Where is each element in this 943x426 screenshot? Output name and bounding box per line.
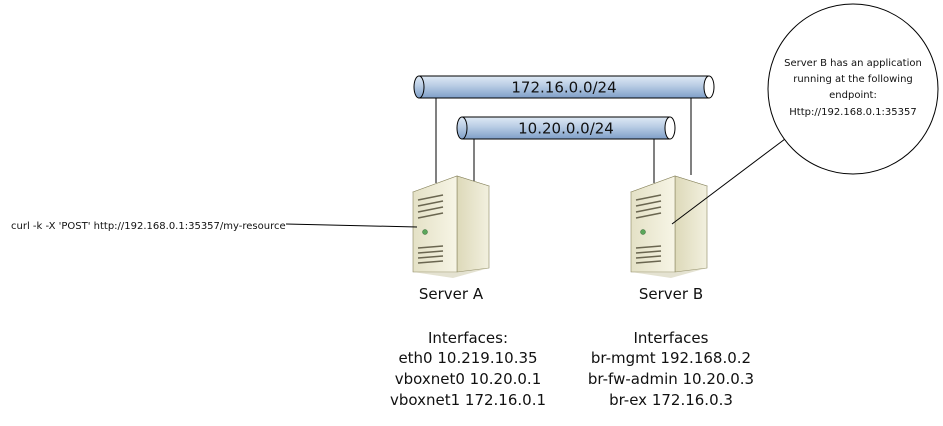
callout-bubble: Server B has an application running at t… [671, 3, 939, 225]
interface-entry: br-ex 172.16.0.3 [609, 391, 733, 409]
interface-entry: vboxnet0 10.20.0.1 [395, 370, 541, 388]
callout-line: Server B has an application [784, 58, 922, 69]
network-label: 172.16.0.0/24 [511, 79, 616, 97]
server-b-label: Server B [639, 285, 703, 303]
curl-pointer-line [285, 223, 418, 228]
callout-line: Http://192.168.0.1:35357 [789, 107, 916, 118]
server-a-label: Server A [419, 285, 484, 303]
network-pipe-172: 172.16.0.0/24 [413, 75, 715, 99]
server-a-icon [412, 175, 490, 278]
callout-line: endpoint: [829, 90, 877, 101]
server-b-icon [630, 175, 708, 278]
server-b-interfaces: Interfaces br-mgmt 192.168.0.2 br-fw-adm… [588, 329, 754, 409]
network-pipe-10: 10.20.0.0/24 [456, 116, 676, 140]
interfaces-title: Interfaces [634, 329, 709, 347]
interface-entry: br-fw-admin 10.20.0.3 [588, 370, 754, 388]
interfaces-title: Interfaces: [428, 329, 508, 347]
interface-entry: eth0 10.219.10.35 [398, 349, 537, 367]
interface-entry: br-mgmt 192.168.0.2 [591, 349, 751, 367]
curl-command-text: curl -k -X 'POST' http://192.168.0.1:353… [11, 221, 286, 232]
server-a-interfaces: Interfaces: eth0 10.219.10.35 vboxnet0 1… [390, 329, 546, 409]
connection-lines [435, 98, 692, 183]
callout-line: running at the following [793, 74, 913, 85]
interface-entry: vboxnet1 172.16.0.1 [390, 391, 546, 409]
callout-pointer-line [671, 138, 786, 225]
network-label: 10.20.0.0/24 [518, 120, 614, 138]
